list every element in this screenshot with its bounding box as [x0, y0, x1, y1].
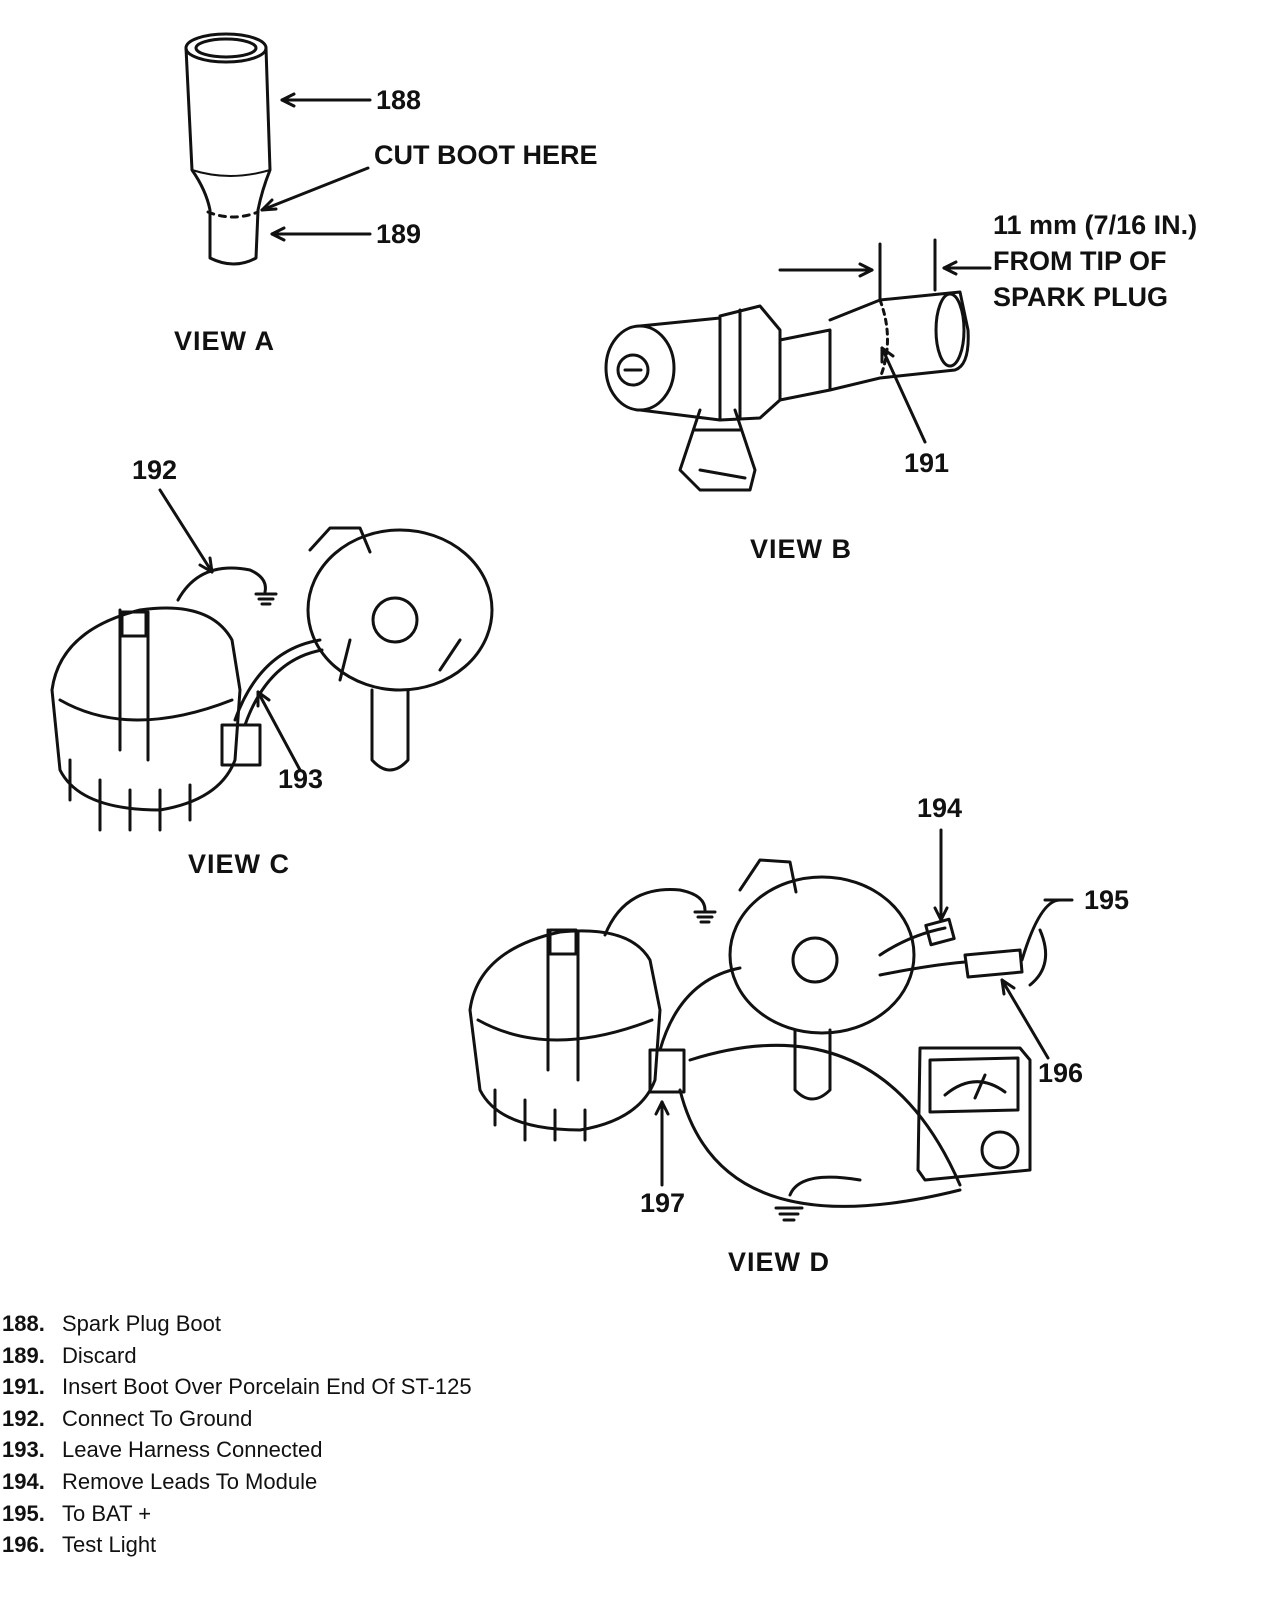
callout-189: 189	[376, 219, 422, 249]
cut-boot-note: CUT BOOT HERE	[374, 140, 598, 170]
legend-item: 188. Spark Plug Boot	[2, 1308, 472, 1340]
legend: 188. Spark Plug Boot 189. Discard 191. Inse…	[2, 1308, 472, 1561]
view-a-title: VIEW A	[174, 326, 276, 356]
module-lead-194	[878, 926, 947, 957]
callout-191: 191	[904, 448, 950, 478]
spark-tester-tool-illustration	[604, 290, 970, 492]
callout-194: 194	[917, 793, 963, 823]
dimension-note-line3: SPARK PLUG	[993, 282, 1169, 312]
test-light-lead	[878, 960, 967, 977]
meter-ground-wire	[788, 1175, 862, 1197]
test-light-196	[963, 948, 1024, 979]
legend-text: Connect To Ground	[62, 1405, 253, 1431]
leader-196	[1000, 978, 1050, 1060]
callout-193: 193	[278, 764, 324, 794]
legend-item: 195. To BAT +	[2, 1498, 472, 1530]
callout-197: 197	[640, 1188, 686, 1218]
distributor-cap-view-c	[50, 606, 242, 832]
ground-symbol-view-c	[254, 592, 278, 606]
legend-number: 195.	[2, 1500, 45, 1526]
harness-view-c	[233, 638, 322, 722]
legend-item: 191. Insert Boot Over Porcelain End Of ST…	[2, 1371, 472, 1403]
spark-plug-boot-illustration	[184, 32, 272, 266]
view-d-title: VIEW D	[728, 1247, 831, 1277]
leader-192	[158, 488, 214, 574]
legend-text: Insert Boot Over Porcelain End Of ST-125	[62, 1374, 472, 1400]
distributor-cap-view-d	[468, 928, 662, 1142]
distributor-view-d	[728, 858, 916, 1101]
connector-197	[648, 1048, 686, 1094]
multimeter	[916, 1046, 1032, 1182]
callout-195: 195	[1084, 885, 1130, 915]
connector-view-c	[220, 723, 262, 767]
legend-text: Leave Harness Connected	[62, 1437, 323, 1463]
leader-193	[256, 690, 302, 772]
legend-text: To BAT +	[62, 1500, 152, 1526]
harness-view-d	[658, 966, 742, 1052]
view-b-title: VIEW B	[750, 534, 853, 564]
ground-wire-view-c	[176, 566, 267, 602]
legend-number: 188.	[2, 1311, 45, 1336]
ground-symbol-meter	[774, 1206, 804, 1222]
legend-number: 192.	[2, 1405, 45, 1431]
legend-number: 193.	[2, 1437, 45, 1463]
legend-number: 191.	[2, 1374, 45, 1400]
legend-item: 193. Leave Harness Connected	[2, 1434, 472, 1466]
distributor-view-c	[306, 526, 494, 772]
legend-text: Spark Plug Boot	[62, 1311, 221, 1336]
callout-192: 192	[132, 455, 178, 485]
ground-wire-view-d	[603, 888, 707, 937]
callout-188: 188	[376, 85, 422, 115]
legend-item: 192. Connect To Ground	[2, 1403, 472, 1435]
dimension-note-line2: FROM TIP OF	[993, 246, 1167, 276]
legend-number: 196.	[2, 1532, 45, 1558]
leader-191	[880, 346, 927, 444]
meter-lead-a	[678, 1088, 962, 1208]
legend-number: 189.	[2, 1342, 45, 1368]
leader-188-arrow	[280, 92, 296, 108]
dimension-note-line1: 11 mm (7/16 IN.)	[993, 210, 1198, 240]
legend-text: Remove Leads To Module	[62, 1468, 318, 1494]
callout-196: 196	[1038, 1058, 1084, 1088]
legend-text: Discard	[62, 1342, 137, 1368]
leader-cut-boot	[260, 166, 370, 212]
legend-item: 194. Remove Leads To Module	[2, 1466, 472, 1498]
legend-item: 196. Test Light	[2, 1529, 472, 1561]
meter-lead-b	[688, 1043, 962, 1187]
module-connector-194	[924, 917, 956, 947]
legend-number: 194.	[2, 1468, 45, 1494]
view-c-title: VIEW C	[188, 849, 291, 879]
legend-text: Test Light	[62, 1532, 157, 1558]
legend-item: 189. Discard	[2, 1340, 472, 1372]
ground-symbol-view-d	[693, 910, 717, 924]
